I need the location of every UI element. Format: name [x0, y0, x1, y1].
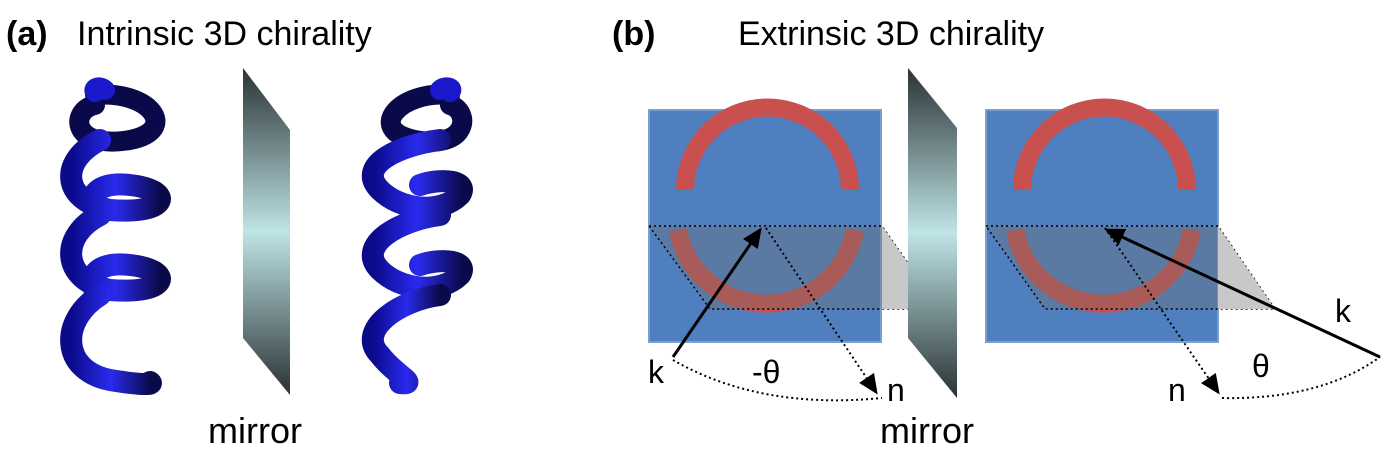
- mirror-b-label: mirror: [880, 410, 974, 451]
- panel-a-label: (a): [6, 15, 48, 53]
- mirror-a-label: mirror: [208, 410, 302, 451]
- helix-right: [361, 77, 473, 395]
- panel-b-title: Extrinsic 3D chirality: [738, 15, 1044, 53]
- ring-right: [1013, 98, 1196, 191]
- helix-left: [60, 77, 171, 396]
- panel-a: (a) Intrinsic 3D chirality mirror: [6, 15, 473, 451]
- panel-b: (b) Extrinsic 3D chirality k -θ n mirror: [612, 15, 1381, 451]
- n-label-left: n: [887, 372, 905, 408]
- angle-arc-right: [1221, 356, 1381, 400]
- n-vector-right: [1104, 227, 1220, 395]
- angle-arc-left: [672, 359, 883, 402]
- mirror-a: [243, 68, 290, 395]
- metamaterial-right: k θ n: [984, 98, 1381, 408]
- ring-left: [676, 98, 859, 191]
- k-vector-right: [1104, 228, 1381, 359]
- panel-b-label: (b): [612, 15, 655, 53]
- k-label-left: k: [648, 354, 665, 390]
- n-label-right: n: [1168, 372, 1186, 408]
- k-vector-left: [671, 227, 762, 358]
- angle-label-left: -θ: [752, 354, 780, 390]
- k-label-right: k: [1335, 293, 1352, 329]
- mirror-b: [908, 68, 957, 398]
- ring-left-lower: [669, 228, 864, 313]
- angle-label-right: θ: [1252, 348, 1270, 384]
- plane-right: [984, 225, 1277, 310]
- metamaterial-left: k -θ n: [647, 98, 942, 408]
- panel-a-title: Intrinsic 3D chirality: [77, 15, 372, 53]
